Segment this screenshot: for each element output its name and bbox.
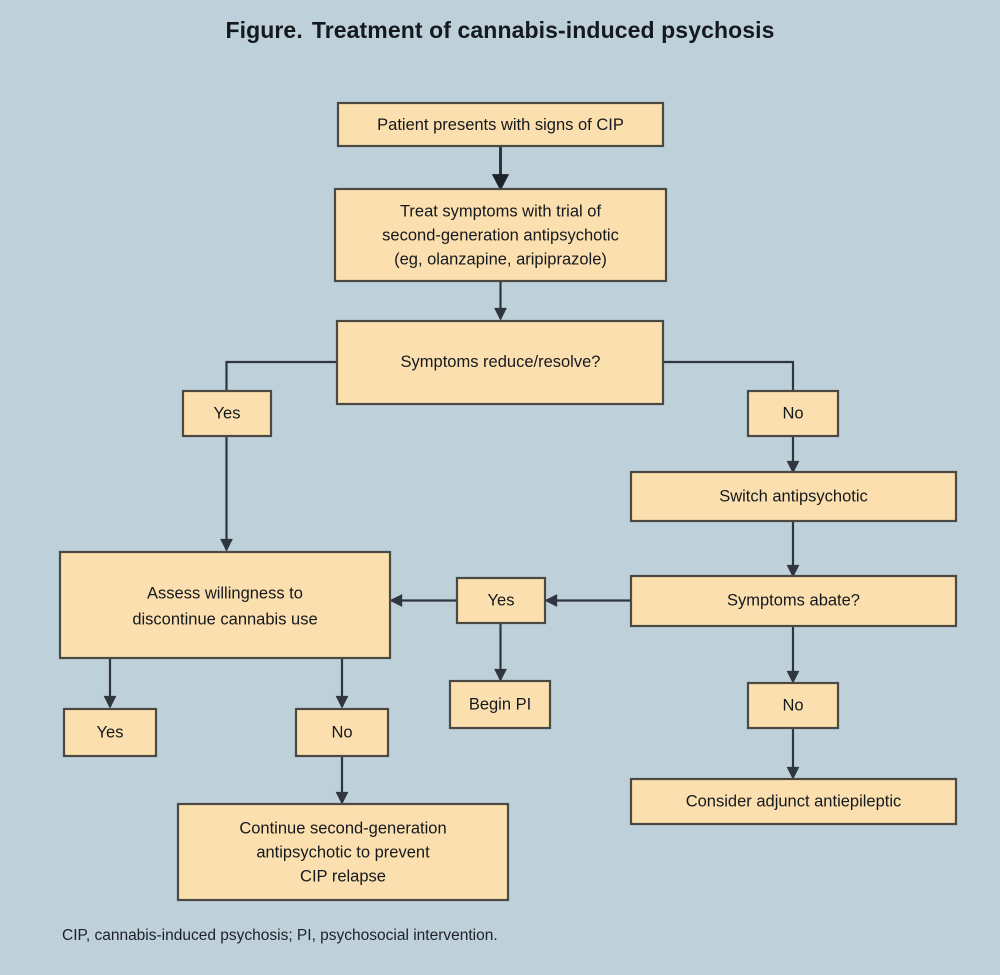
node-assess-willingness-label-line2: discontinue cannabis use — [132, 610, 317, 628]
figure-footnote: CIP, cannabis-induced psychosis; PI, psy… — [62, 927, 498, 944]
node-assess-willingness[interactable]: Assess willingness to discontinue cannab… — [58, 550, 392, 660]
node-assess-no-box[interactable] — [294, 707, 390, 758]
edge-reduce-to-yes — [225, 360, 337, 392]
node-treat-label-line3: (eg, olanzapine, aripiprazole) — [394, 250, 607, 268]
node-abate-yes-label: Yes — [488, 591, 515, 609]
node-symptoms-reduce-box[interactable] — [335, 319, 665, 406]
node-continue-antipsychotic-label-line1: Continue second-generation — [239, 819, 446, 837]
node-switch-antipsychotic-box[interactable] — [629, 470, 958, 523]
node-continue-antipsychotic-label-line2: antipsychotic to prevent — [256, 843, 430, 861]
node-abate-no-box[interactable] — [746, 681, 840, 730]
node-continue-antipsychotic-label-line3: CIP relapse — [300, 867, 386, 885]
node-antiepileptic[interactable]: Consider adjunct antiepileptic — [629, 777, 958, 826]
node-switch-antipsychotic[interactable]: Switch antipsychotic — [629, 470, 958, 523]
node-treat[interactable]: Treat symptoms with trial of second-gene… — [333, 187, 668, 283]
node-begin-pi[interactable]: Begin PI — [448, 679, 552, 730]
figure-title-lead: Figure. — [225, 17, 303, 43]
node-start[interactable]: Patient presents with signs of CIP — [336, 101, 665, 148]
node-reduce-yes[interactable]: Yes — [181, 389, 273, 438]
node-abate-no[interactable]: No — [746, 681, 840, 730]
node-treat-label-line2: second-generation antipsychotic — [382, 226, 619, 244]
node-reduce-no-box[interactable] — [746, 389, 840, 438]
node-abate-yes[interactable]: Yes — [455, 576, 547, 625]
node-switch-antipsychotic-label: Switch antipsychotic — [719, 487, 868, 505]
figure-title: Figure. Treatment of cannabis-induced psy… — [0, 17, 1000, 44]
node-begin-pi-box[interactable] — [448, 679, 552, 730]
node-abate-yes-box[interactable] — [455, 576, 547, 625]
node-symptoms-abate-label: Symptoms abate? — [727, 591, 860, 609]
node-assess-yes-label: Yes — [97, 723, 124, 741]
node-antiepileptic-box[interactable] — [629, 777, 958, 826]
node-symptoms-reduce-label: Symptoms reduce/resolve? — [401, 353, 601, 371]
node-assess-no[interactable]: No — [294, 707, 390, 758]
node-continue-antipsychotic[interactable]: Continue second-generation antipsychotic… — [176, 802, 510, 902]
node-symptoms-abate[interactable]: Symptoms abate? — [629, 574, 958, 628]
node-symptoms-abate-box[interactable] — [629, 574, 958, 628]
node-reduce-no[interactable]: No — [746, 389, 840, 438]
node-assess-willingness-label-line1: Assess willingness to — [147, 584, 303, 602]
node-symptoms-reduce[interactable]: Symptoms reduce/resolve? — [335, 319, 665, 406]
node-start-label: Patient presents with signs of CIP — [377, 116, 624, 134]
node-abate-no-label: No — [782, 696, 803, 714]
node-assess-yes[interactable]: Yes — [62, 707, 158, 758]
node-reduce-no-label: No — [782, 404, 803, 422]
node-start-box[interactable] — [336, 101, 665, 148]
node-assess-yes-box[interactable] — [62, 707, 158, 758]
node-begin-pi-label: Begin PI — [469, 695, 531, 713]
node-assess-willingness-box[interactable] — [58, 550, 392, 660]
node-treat-box[interactable] — [333, 187, 668, 283]
figure-title-text: Treatment of cannabis-induced psychosis — [311, 17, 775, 43]
node-continue-antipsychotic-box[interactable] — [176, 802, 510, 902]
node-treat-label-line1: Treat symptoms with trial of — [400, 202, 602, 220]
node-reduce-yes-label: Yes — [214, 404, 241, 422]
node-antiepileptic-label: Consider adjunct antiepileptic — [686, 792, 902, 810]
node-reduce-yes-box[interactable] — [181, 389, 273, 438]
node-assess-no-label: No — [331, 723, 352, 741]
edge-reduce-to-no — [663, 360, 795, 391]
